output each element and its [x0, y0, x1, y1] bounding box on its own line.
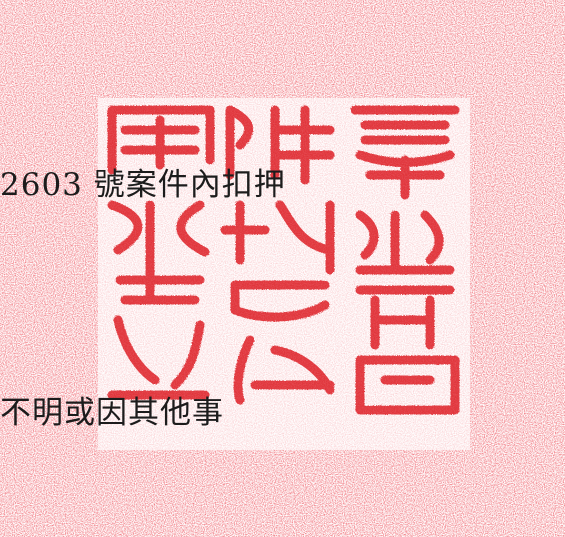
document-text-line: 2603 號案件內扣押 [0, 167, 286, 203]
document-text-line: 不明或因其他事 [0, 395, 224, 431]
